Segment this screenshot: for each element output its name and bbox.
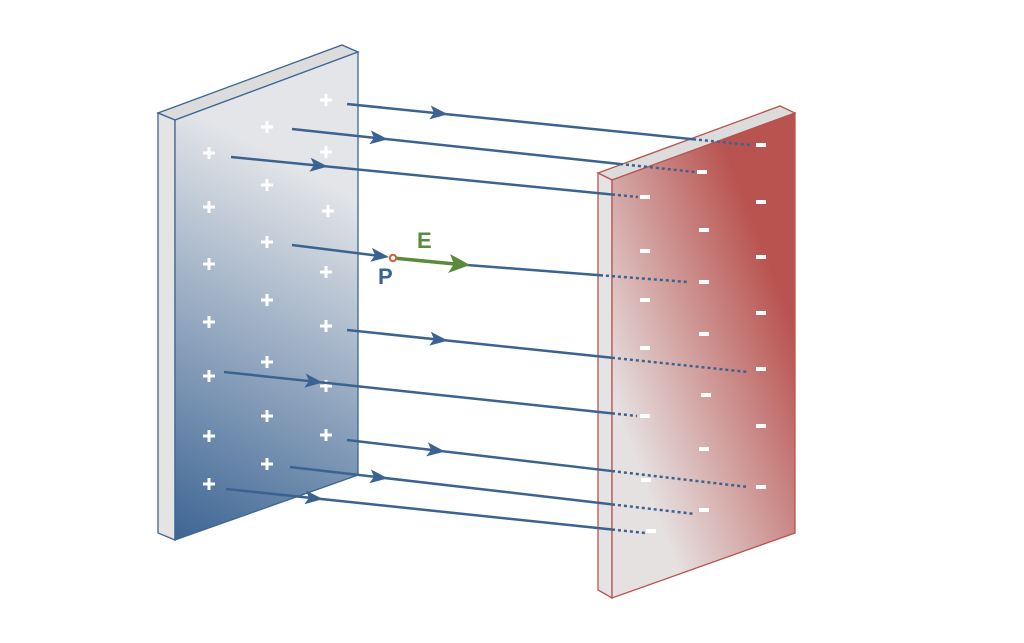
plus-charge-icon bbox=[203, 258, 215, 270]
minus-charge-icon bbox=[699, 447, 709, 451]
plus-charge-icon bbox=[203, 147, 215, 159]
plus-charge-icon bbox=[203, 201, 215, 213]
plus-charge-icon bbox=[203, 430, 215, 442]
minus-charge-icon bbox=[640, 195, 650, 199]
field-line bbox=[225, 487, 646, 535]
plus-charge-icon bbox=[320, 429, 332, 441]
plus-charge-icon bbox=[320, 266, 332, 278]
minus-charge-icon bbox=[699, 508, 709, 512]
minus-charge-icon bbox=[640, 414, 650, 418]
negative-plate bbox=[596, 105, 797, 600]
plus-charge-icon bbox=[203, 370, 215, 382]
field-line-arrowhead bbox=[369, 469, 388, 484]
minus-charge-icon bbox=[640, 298, 650, 302]
minus-charge-icon bbox=[701, 393, 711, 397]
field-line-arrowhead bbox=[426, 442, 445, 457]
minus-charge-icon bbox=[756, 255, 766, 259]
minus-charge-icon bbox=[699, 332, 709, 336]
field-lines bbox=[223, 102, 751, 535]
minus-charge-icon bbox=[640, 249, 650, 253]
point-p-marker bbox=[388, 253, 398, 263]
field-line-arrowhead bbox=[304, 373, 323, 388]
point-label: P bbox=[378, 264, 393, 289]
field-line bbox=[289, 465, 696, 516]
minus-charge-icon bbox=[756, 200, 766, 204]
plus-charge-icon bbox=[322, 205, 334, 217]
field-line-arrowhead bbox=[370, 247, 389, 262]
minus-charge-icon bbox=[756, 485, 766, 489]
field-line bbox=[223, 370, 638, 418]
minus-charge-icon bbox=[641, 478, 651, 482]
plus-charge-icon bbox=[261, 294, 273, 306]
field-line bbox=[346, 328, 749, 374]
plus-charge-icon bbox=[203, 478, 215, 490]
plus-charge-icon bbox=[261, 458, 273, 470]
minus-charge-icon bbox=[756, 311, 766, 315]
field-vector-arrowhead bbox=[448, 254, 470, 273]
plus-charge-icon bbox=[320, 146, 332, 158]
positive-plate bbox=[156, 44, 360, 541]
field-line bbox=[346, 438, 749, 489]
minus-charge-icon bbox=[756, 367, 766, 371]
field-line-arrowhead bbox=[429, 331, 448, 346]
minus-charge-icon bbox=[699, 280, 709, 284]
minus-charge-icon bbox=[699, 228, 709, 232]
positive-charges bbox=[203, 94, 334, 490]
plus-charge-icon bbox=[203, 316, 215, 328]
field-line bbox=[466, 263, 689, 284]
positive-plate-side-edge bbox=[157, 112, 176, 541]
negative-plate-side-edge bbox=[597, 171, 613, 600]
field-line-arrowhead bbox=[369, 130, 388, 145]
plus-charge-icon bbox=[261, 121, 273, 133]
minus-charge-icon bbox=[640, 346, 650, 350]
field-line bbox=[346, 102, 751, 147]
minus-charge-icon bbox=[756, 143, 766, 147]
plus-charge-icon bbox=[261, 179, 273, 191]
minus-charge-icon bbox=[646, 529, 656, 533]
field-line bbox=[291, 127, 696, 174]
plus-charge-icon bbox=[261, 236, 273, 248]
minus-charge-icon bbox=[756, 424, 766, 428]
field-vector-e bbox=[392, 254, 470, 273]
minus-charge-icon bbox=[697, 170, 707, 174]
negative-plate-face bbox=[611, 112, 796, 599]
plus-charge-icon bbox=[261, 356, 273, 368]
plus-charge-icon bbox=[320, 320, 332, 332]
field-line bbox=[230, 155, 639, 199]
field-line bbox=[291, 243, 389, 262]
field-line-arrowhead bbox=[309, 157, 328, 172]
field-vector-label: E bbox=[417, 228, 432, 253]
plus-charge-icon bbox=[320, 380, 332, 392]
plus-charge-icon bbox=[261, 410, 273, 422]
field-line-arrowhead bbox=[304, 490, 323, 505]
field-line-arrowhead bbox=[429, 105, 448, 120]
negative-charges bbox=[640, 143, 766, 533]
plus-charge-icon bbox=[320, 94, 332, 106]
